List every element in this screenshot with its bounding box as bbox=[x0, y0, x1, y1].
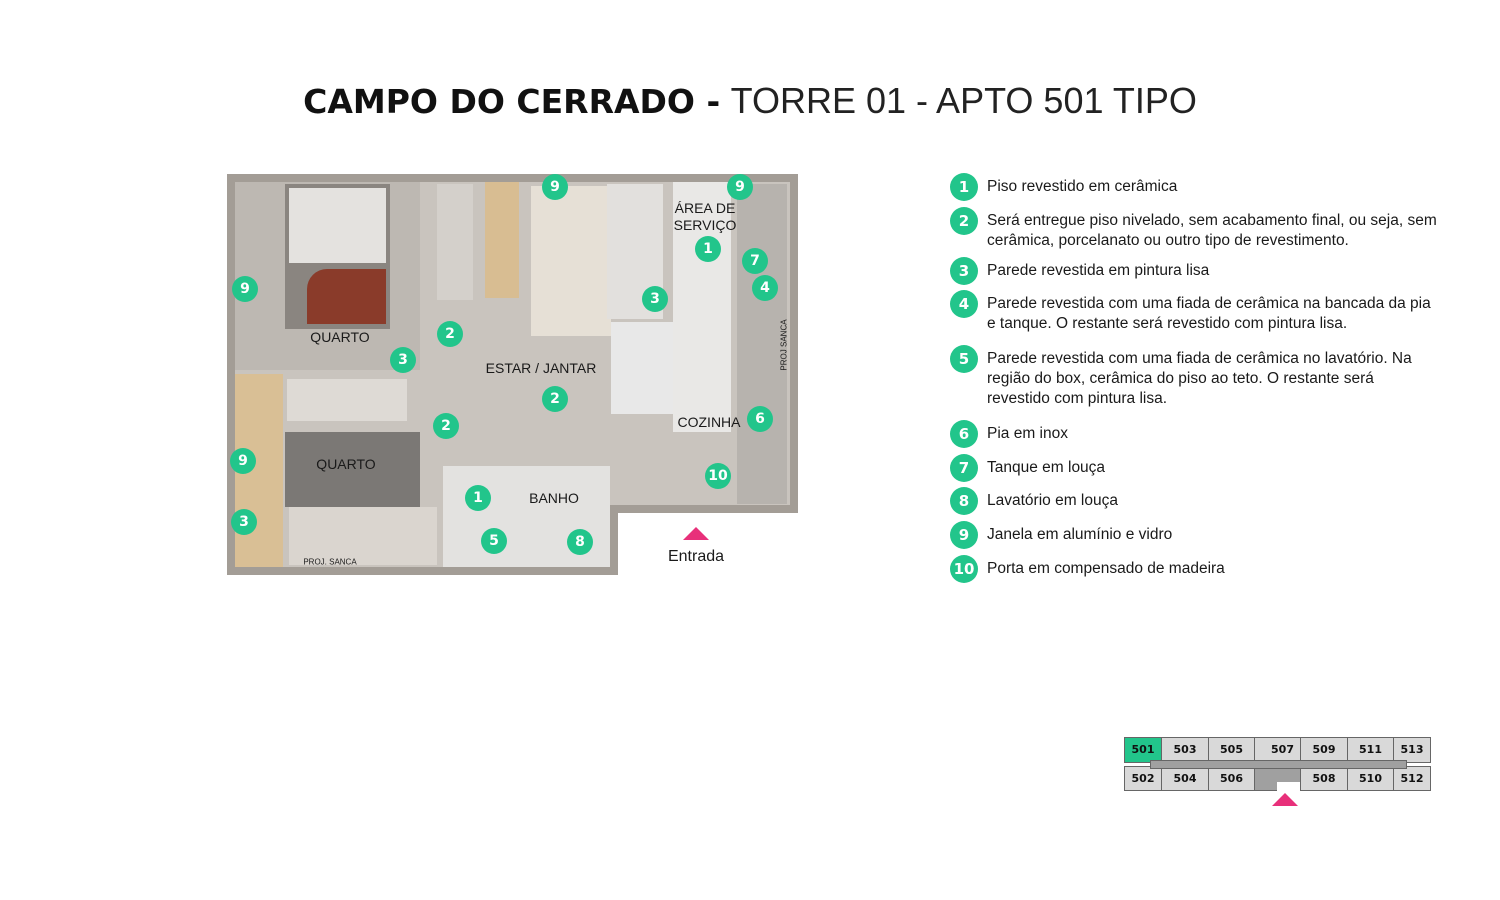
marker: 7 bbox=[742, 248, 768, 274]
marker: 4 bbox=[752, 275, 778, 301]
marker: 6 bbox=[747, 406, 773, 432]
legend-text: Será entregue piso nivelado, sem acabame… bbox=[987, 212, 1437, 249]
key-plan-entrance-icon bbox=[1272, 793, 1298, 806]
legend-text: Parede revestida com uma fiada de cerâmi… bbox=[987, 295, 1431, 332]
marker: 10 bbox=[705, 463, 731, 489]
page-title: CAMPO DO CERRADO - TORRE 01 - APTO 501 T… bbox=[0, 80, 1500, 122]
room-label-quarto: QUARTO bbox=[310, 329, 370, 345]
room-label-estar-jantar: ESTAR / JANTAR bbox=[485, 360, 597, 376]
marker: 9 bbox=[542, 174, 568, 200]
unit: 502 bbox=[1124, 766, 1162, 791]
legend-number: 4 bbox=[950, 290, 978, 318]
marker: 5 bbox=[481, 528, 507, 554]
legend-text: Pia em inox bbox=[987, 425, 1068, 442]
unit: 507 bbox=[1254, 737, 1301, 763]
single-bed bbox=[289, 507, 437, 565]
room-label-area-servico: ÁREA DE bbox=[674, 200, 736, 216]
legend-text: Janela em alumínio e vidro bbox=[987, 526, 1173, 543]
legend-number: 10 bbox=[950, 555, 978, 583]
marker: 3 bbox=[231, 509, 257, 535]
legend-number: 7 bbox=[950, 454, 978, 482]
title-unit: TORRE 01 - APTO 501 TIPO bbox=[730, 80, 1197, 121]
proj-sanca-label-2: PROJ SANCA bbox=[779, 319, 789, 371]
marker: 9 bbox=[232, 276, 258, 302]
marker: 1 bbox=[695, 236, 721, 262]
legend-number: 6 bbox=[950, 420, 978, 448]
title-project: CAMPO DO CERRADO - bbox=[303, 82, 721, 121]
legend-text: Piso revestido em cerâmica bbox=[987, 178, 1178, 195]
corridor bbox=[1150, 760, 1407, 769]
legend-text: Porta em compensado de madeira bbox=[987, 560, 1225, 577]
unit-501-selected: 501 bbox=[1124, 737, 1162, 763]
kitchen-counter bbox=[737, 184, 787, 504]
legend-text: Parede revestida com uma fiada de cerâmi… bbox=[987, 350, 1412, 407]
legend-number: 1 bbox=[950, 173, 978, 201]
marker: 9 bbox=[727, 174, 753, 200]
room-label-area-servico-2: SERVIÇO bbox=[673, 217, 737, 233]
unit: 508 bbox=[1300, 766, 1348, 791]
unit: 510 bbox=[1347, 766, 1394, 791]
room-label-cozinha: COZINHA bbox=[677, 414, 741, 430]
marker: 2 bbox=[437, 321, 463, 347]
tv-rack bbox=[485, 182, 519, 298]
kitchen-floor bbox=[673, 182, 731, 432]
marker: 9 bbox=[230, 448, 256, 474]
wardrobe bbox=[287, 379, 407, 421]
marker: 3 bbox=[642, 286, 668, 312]
legend-number: 8 bbox=[950, 487, 978, 515]
dining-table bbox=[611, 322, 673, 414]
legend-number: 2 bbox=[950, 207, 978, 235]
unit: 513 bbox=[1393, 737, 1431, 763]
marker: 3 bbox=[390, 347, 416, 373]
rug bbox=[285, 432, 420, 507]
marker: 1 bbox=[465, 485, 491, 511]
entrance-label: Entrada bbox=[667, 548, 725, 565]
legend-number: 9 bbox=[950, 521, 978, 549]
marker: 2 bbox=[542, 386, 568, 412]
closet bbox=[437, 184, 473, 300]
unit: 512 bbox=[1393, 766, 1431, 791]
unit: 506 bbox=[1208, 766, 1255, 791]
marker: 2 bbox=[433, 413, 459, 439]
unit: 504 bbox=[1161, 766, 1209, 791]
room-label-quarto-2: QUARTO bbox=[316, 456, 376, 472]
legend-number: 5 bbox=[950, 345, 978, 373]
legend-number: 3 bbox=[950, 257, 978, 285]
entrance-arrow-icon bbox=[683, 527, 709, 540]
marker: 8 bbox=[567, 529, 593, 555]
room-label-banho: BANHO bbox=[529, 490, 579, 506]
legend-text: Tanque em louça bbox=[987, 459, 1106, 476]
legend-text: Parede revestida em pintura lisa bbox=[987, 262, 1210, 279]
legend-text: Lavatório em louça bbox=[987, 492, 1118, 509]
rug-living bbox=[531, 186, 611, 336]
floor-plan: QUARTO ESTAR / JANTAR ÁREA DE SERVIÇO CO… bbox=[227, 174, 798, 575]
proj-sanca-label: PROJ. SANCA bbox=[303, 557, 357, 567]
